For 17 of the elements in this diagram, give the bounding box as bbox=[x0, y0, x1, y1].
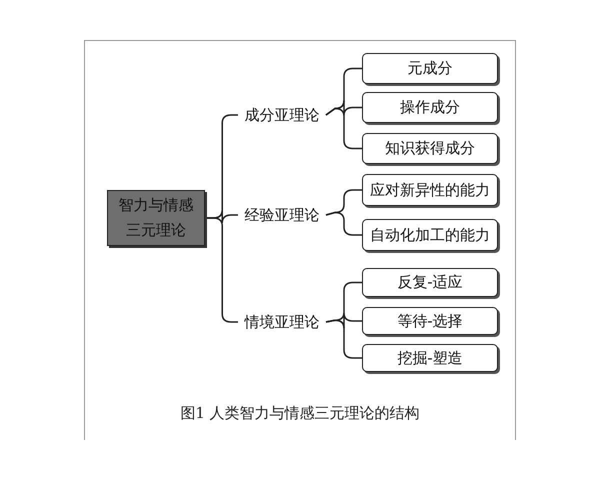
brace-connector bbox=[326, 108, 362, 150]
component-box: 反复-适应 bbox=[362, 268, 498, 297]
subtheory-label: 经验亚理论 bbox=[238, 198, 326, 232]
component-box: 操作成分 bbox=[362, 92, 498, 123]
figure-caption: 图1 人类智力与情感三元理论的结构 bbox=[179, 404, 421, 423]
component-box: 元成分 bbox=[362, 53, 498, 84]
component-box: 应对新异性的能力 bbox=[362, 174, 498, 206]
brace-connector bbox=[326, 320, 362, 359]
root-box: 智力与情感三元理论 bbox=[107, 190, 205, 246]
component-box: 等待-选择 bbox=[362, 307, 498, 335]
component-box: 知识获得成分 bbox=[362, 133, 498, 164]
component-box: 挖掘-塑造 bbox=[362, 344, 498, 372]
subtheory-label: 情境亚理论 bbox=[238, 305, 326, 339]
component-box: 自动化加工的能力 bbox=[362, 219, 498, 251]
brace-connector bbox=[205, 217, 238, 323]
brace-connector bbox=[326, 212, 362, 236]
subtheory-label: 成分亚理论 bbox=[238, 98, 326, 132]
